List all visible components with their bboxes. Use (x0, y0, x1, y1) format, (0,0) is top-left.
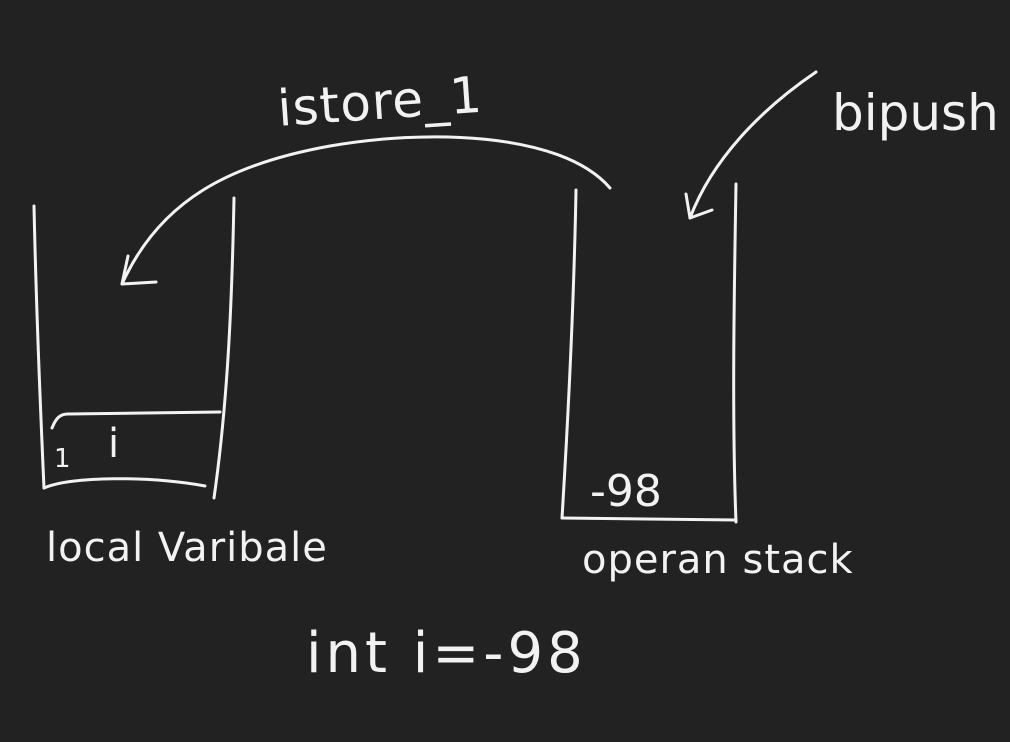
local-variable-container (32, 204, 46, 490)
bipush-arrow (688, 70, 818, 220)
istore-arrowhead (120, 254, 158, 286)
bipush-label: bipush (832, 84, 999, 142)
local-variable-label: local Varibale (46, 525, 328, 571)
operand-stack-label: operan stack (582, 537, 854, 583)
local-variable-slot-divider (50, 410, 222, 430)
local-variable-container-right-wall (212, 196, 236, 500)
istore-arrow (120, 135, 612, 286)
operand-stack-container-bottom (560, 516, 738, 522)
local-variable-slot-name: i (108, 421, 120, 467)
operand-stack-container-left-wall (560, 188, 578, 520)
code-statement: int i=-98 (306, 621, 587, 686)
bipush-arrowhead (684, 192, 714, 220)
local-variable-slot-index: 1 (54, 444, 71, 474)
istore-label: istore_1 (275, 65, 485, 138)
operand-stack-container-right-wall (732, 182, 738, 524)
operand-stack-top-value: -98 (590, 466, 662, 517)
local-variable-container-bottom (42, 477, 207, 490)
